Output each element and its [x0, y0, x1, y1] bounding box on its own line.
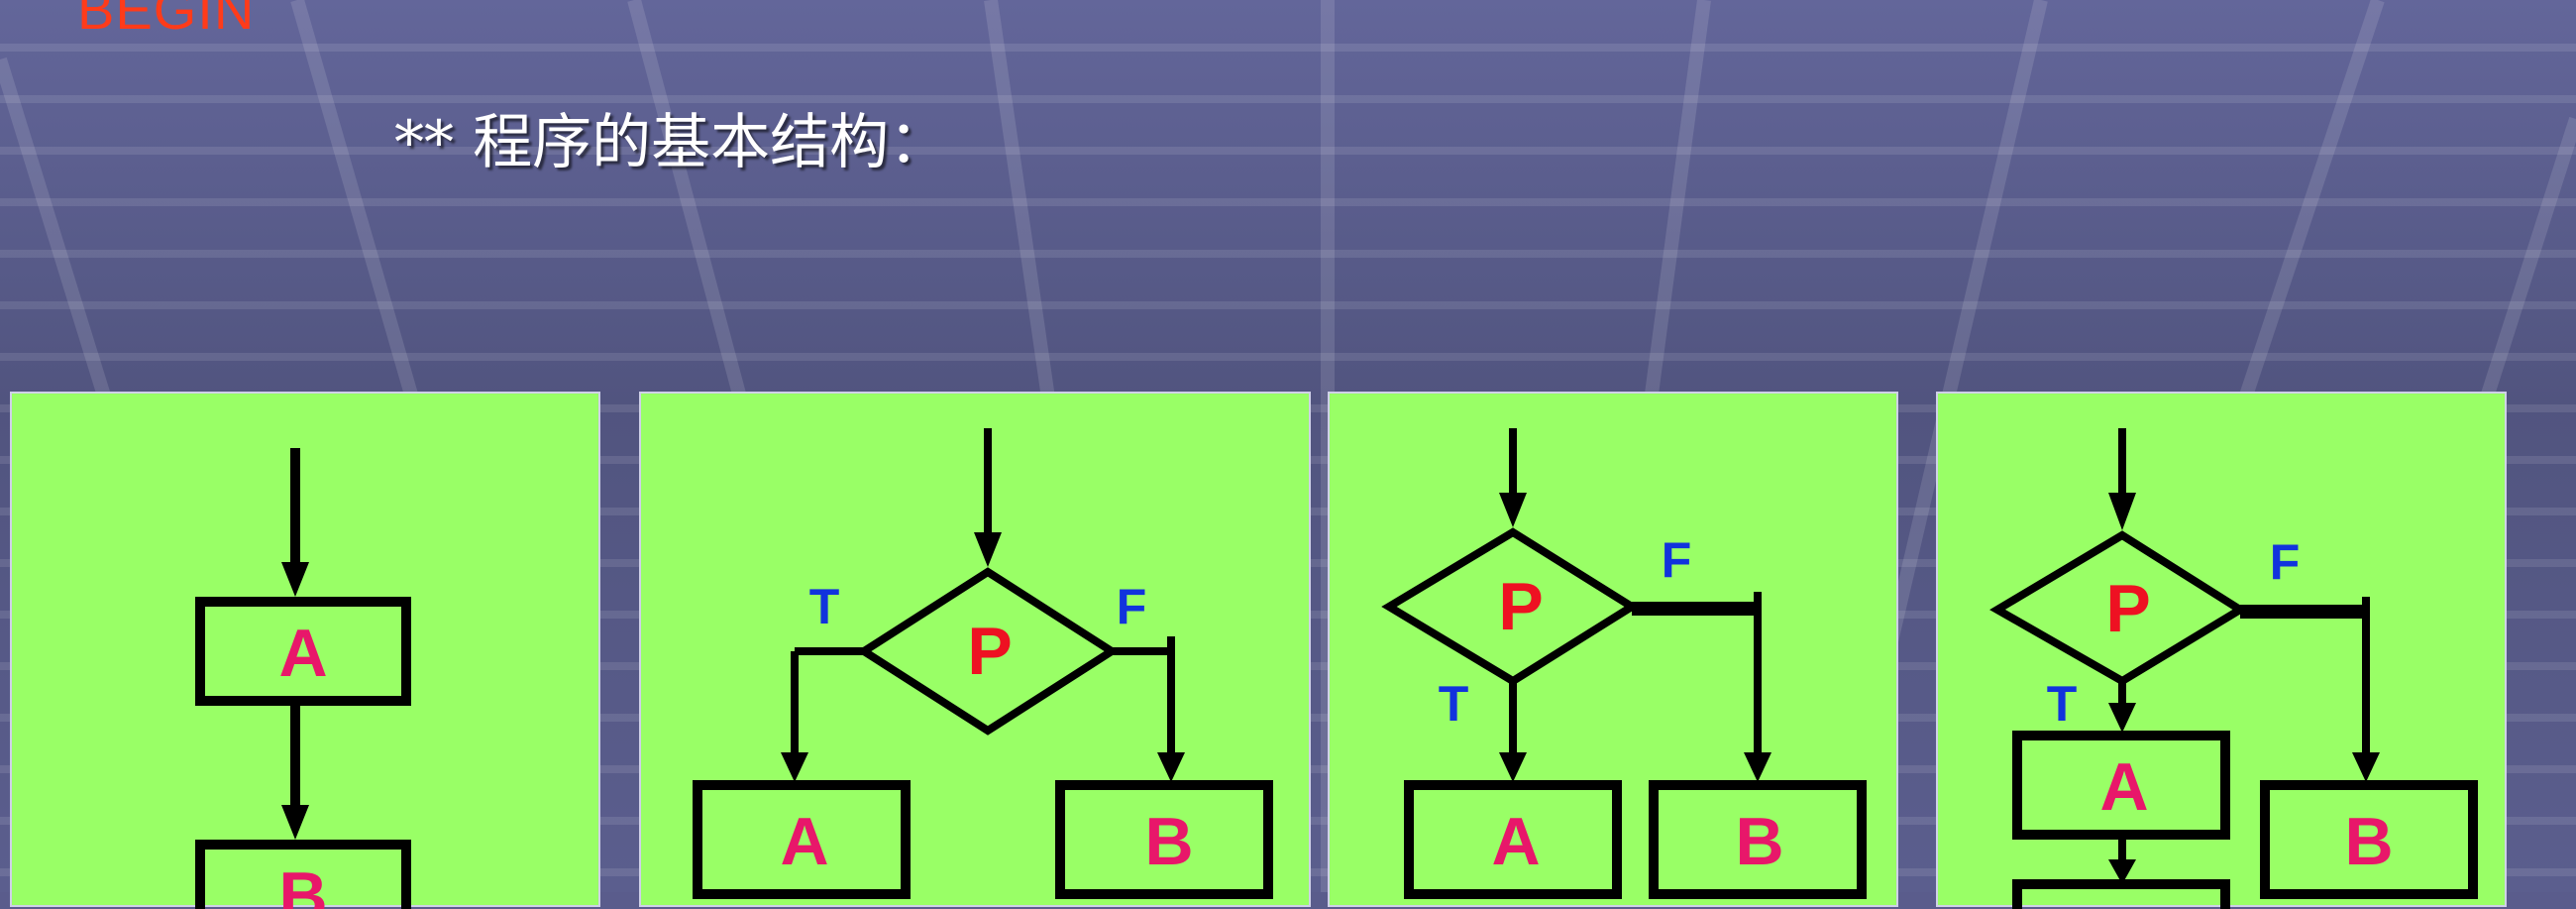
- arrowhead: [974, 532, 1002, 567]
- panel-if-else: P T F A B: [639, 392, 1311, 907]
- false-label: F: [1662, 532, 1692, 588]
- condition-label: P: [1498, 569, 1543, 644]
- box-label-b: B: [1144, 804, 1193, 879]
- arrowhead: [2108, 493, 2136, 530]
- box-label-b: B: [278, 858, 327, 909]
- box-label-a: A: [2099, 749, 2148, 825]
- begin-label: BEGIN: [77, 0, 256, 41]
- false-label: F: [2270, 534, 2301, 590]
- process-box-a: [2012, 731, 2230, 840]
- process-box-next: [2012, 879, 2230, 909]
- box-label-a: A: [278, 616, 327, 691]
- arrowhead: [781, 752, 808, 782]
- arrowhead: [2352, 752, 2380, 782]
- true-label: T: [809, 579, 840, 634]
- false-label: F: [1117, 579, 1147, 634]
- decision-diamond: [856, 567, 1120, 736]
- arrowhead: [1499, 752, 1527, 782]
- panel-sequence: A B: [10, 392, 600, 909]
- process-box-a: [195, 597, 411, 706]
- arrowhead: [1157, 752, 1185, 782]
- panel-if-then: P T F A B: [1328, 392, 1898, 907]
- box-label-a: A: [780, 804, 828, 879]
- box-label-b: B: [1735, 804, 1783, 879]
- arrowhead: [1744, 752, 1771, 782]
- true-label: T: [2047, 676, 2078, 732]
- arrowhead: [2108, 859, 2136, 884]
- condition-label: P: [2105, 571, 2150, 646]
- arrowhead: [2108, 703, 2136, 733]
- slide-title: ** 程序的基本结构：: [394, 108, 949, 177]
- condition-label: P: [967, 614, 1012, 689]
- arrowhead: [1499, 493, 1527, 527]
- arrowhead: [281, 562, 309, 597]
- box-label-b: B: [2344, 804, 2393, 879]
- panel-if-then-seq: P T F A B: [1936, 392, 2507, 909]
- true-label: T: [1439, 676, 1469, 732]
- arrowhead: [281, 805, 309, 840]
- box-label-a: A: [1491, 804, 1540, 879]
